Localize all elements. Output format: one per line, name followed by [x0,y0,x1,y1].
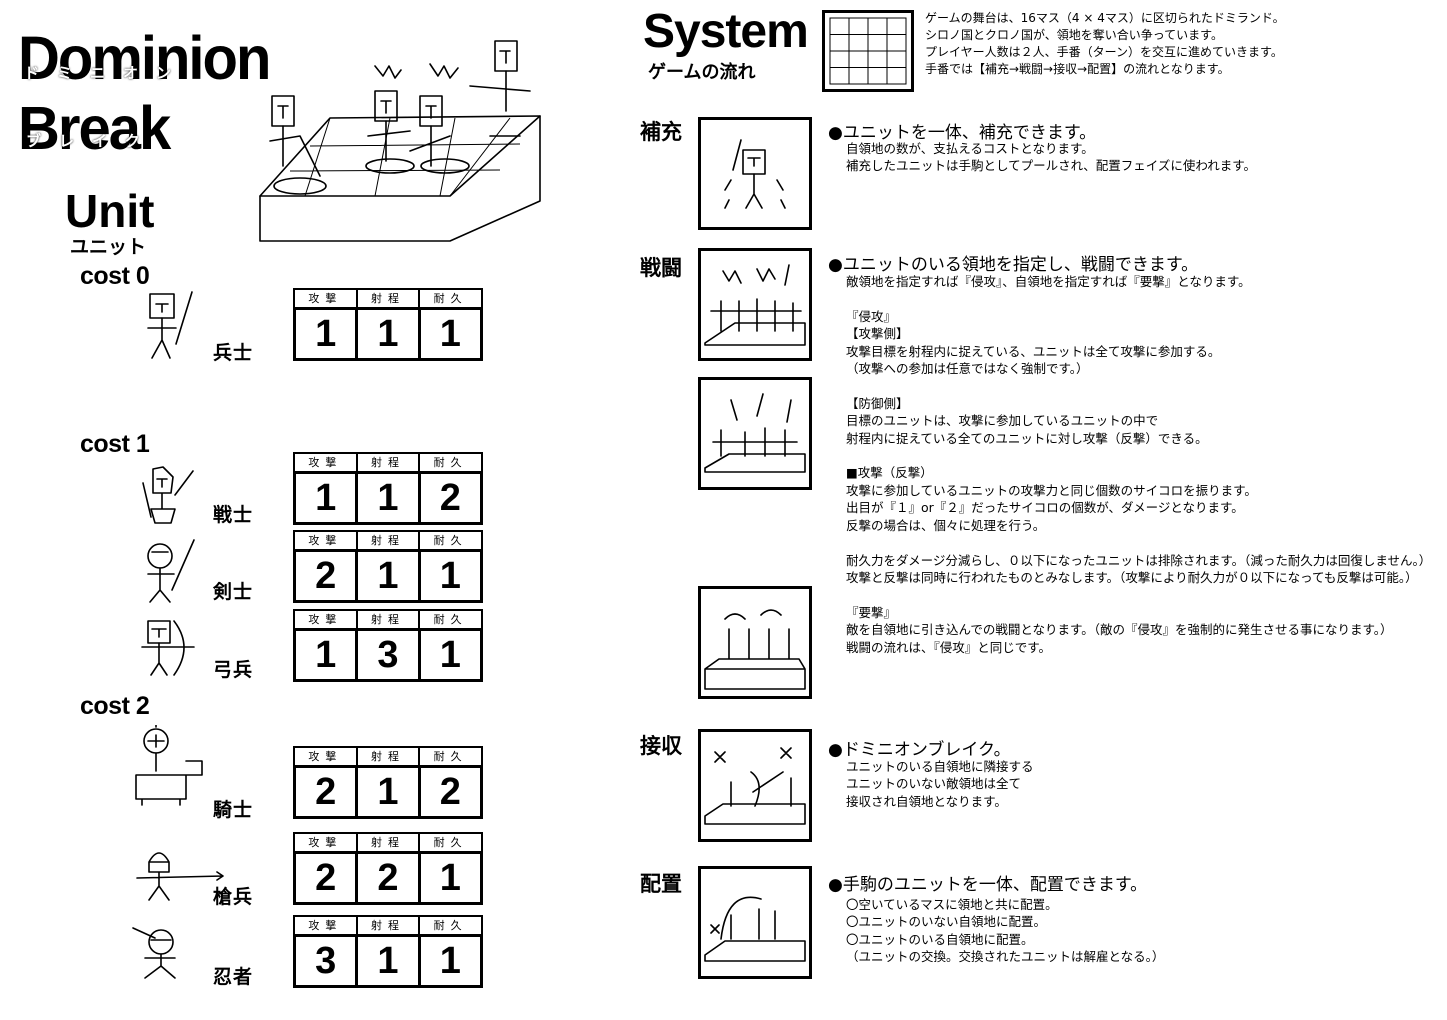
defense-sketch-panel [698,377,812,490]
swordsman-icon [147,539,195,603]
soldier-icon [147,291,193,359]
stat-durability: 1 [439,555,461,597]
stat-durability: 2 [439,771,461,813]
unit-name-knight: 騎士 [213,799,254,821]
stat-header-attack: 攻撃 [295,611,358,628]
deploy-body: 〇空いているマスに領地と共に配置。 〇ユニットのいない自領地に配置。 〇ユニット… [846,897,1165,965]
battle-lead: ●ユニットのいる領地を指定し、戦闘できます。 [828,255,1199,275]
supply-body: 自領地の数が、支払えるコストとなります。 補充したユニットは手駒としてプールされ… [846,141,1257,174]
stat-header-attack: 攻撃 [295,917,358,934]
system-subtitle: ゲームの流れ [648,62,756,83]
stat-attack: 3 [296,937,359,985]
stat-header-attack: 攻撃 [295,748,358,765]
stat-header-range: 射程 [358,611,421,628]
stat-header-durability: 耐久 [433,836,468,849]
capture-sketch-panel [698,729,812,842]
warrior-icon [142,466,194,524]
stat-range: 2 [358,854,421,902]
system-intro: ゲームの舞台は、16マス（4 × 4マス）に区切られたドミランド。 シロノ国とク… [925,11,1285,76]
unit-name-soldier: 兵士 [213,342,254,364]
capture-lead: ●ドミニオンブレイク。 [828,740,1011,760]
board-battle-illustration [259,40,541,242]
stat-durability: 2 [439,477,461,519]
archer-icon [141,620,195,676]
stat-durability: 1 [439,857,461,899]
stat-header-range: 射程 [358,917,421,934]
board-grid-icon [822,10,914,92]
stat-range: 3 [358,631,421,679]
step-label-supply: 補充 [640,120,682,144]
stat-header-durability: 耐久 [433,456,468,469]
stat-header-attack: 攻撃 [295,532,358,549]
unit-section-subtitle: ユニット [70,236,147,258]
stat-header-attack: 攻撃 [295,834,358,851]
unit-name-warrior: 戦士 [213,504,254,526]
stat-durability: 1 [439,940,461,982]
logo-break: Break [18,94,171,163]
stat-attack: 1 [296,631,359,679]
logo-ruby-break: ブレイク [26,132,158,150]
stat-range: 1 [358,310,421,358]
battle-body: 敵領地を指定すれば『侵攻』、自領地を指定すれば『要撃』となります。 『侵攻』 【… [846,274,1432,655]
unit-section-title: Unit [65,185,155,237]
stat-header-range: 射程 [358,290,421,307]
stat-header-durability: 耐久 [433,613,468,626]
logo-dominion: Dominion [18,24,271,93]
ninja-icon [132,927,176,979]
invasion-sketch-panel [698,248,812,361]
unit-name-ninja: 忍者 [213,966,254,988]
stat-attack: 1 [296,474,359,522]
deploy-sketch-panel [698,866,812,979]
deploy-lead: ●手駒のユニットを一体、配置できます。 [828,875,1148,895]
stat-durability: 1 [439,313,461,355]
stat-header-durability: 耐久 [433,919,468,932]
system-title: System [643,5,809,58]
logo-ruby-dominion: ドミニオン [24,64,190,82]
stat-header-range: 射程 [358,834,421,851]
supply-sketch-panel [698,117,812,230]
stat-attack: 2 [296,768,359,816]
cost-2-label: cost 2 [80,692,150,720]
step-label-capture: 接収 [640,734,682,758]
capture-body: ユニットのいる自領地に隣接する ユニットのいない敵領地は全て 接収され自領地とな… [846,759,1034,809]
cost-0-label: cost 0 [80,262,150,290]
stat-header-durability: 耐久 [433,534,468,547]
stat-range: 1 [358,552,421,600]
unit-name-spearman: 槍兵 [213,886,254,908]
stat-range: 1 [358,474,421,522]
step-label-deploy: 配置 [640,872,682,896]
stat-range: 1 [358,768,421,816]
stat-header-range: 射程 [358,454,421,471]
stat-range: 1 [358,937,421,985]
stat-header-durability: 耐久 [433,750,468,763]
stat-header-attack: 攻撃 [295,290,358,307]
cost-1-label: cost 1 [80,430,150,458]
unit-name-archer: 弓兵 [213,659,254,681]
unit-name-swordsman: 剣士 [213,581,254,603]
spearman-icon [136,852,224,901]
stat-attack: 1 [296,310,359,358]
stat-durability: 1 [439,634,461,676]
stat-header-range: 射程 [358,748,421,765]
interception-sketch-panel [698,586,812,699]
knight-icon [135,725,203,806]
stat-attack: 2 [296,854,359,902]
stat-header-durability: 耐久 [433,292,468,305]
stat-attack: 2 [296,552,359,600]
stat-header-attack: 攻撃 [295,454,358,471]
supply-lead: ●ユニットを一体、補充できます。 [828,123,1097,143]
step-label-battle: 戦闘 [640,256,682,280]
stat-header-range: 射程 [358,532,421,549]
